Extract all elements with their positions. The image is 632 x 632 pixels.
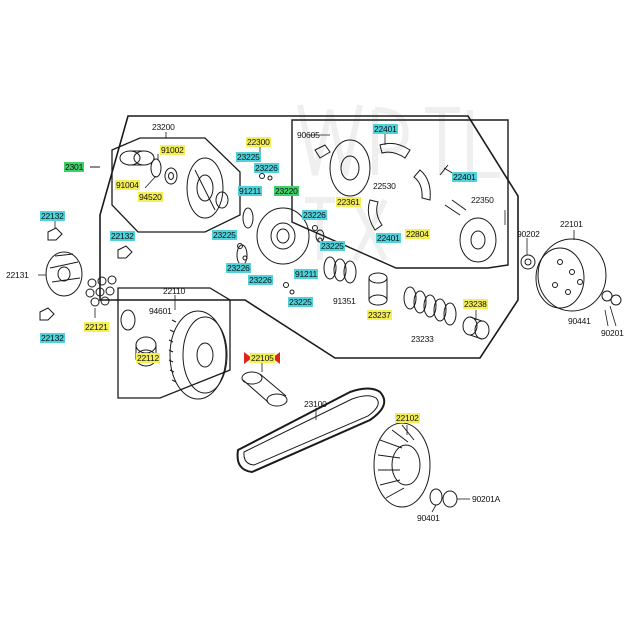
part-label-90401: 90401 bbox=[417, 513, 440, 523]
part-label-91211: 91211 bbox=[238, 186, 263, 196]
part-label-22102: 22102 bbox=[395, 413, 420, 423]
part-label-94520: 94520 bbox=[138, 192, 163, 202]
part-label-22350: 22350 bbox=[471, 195, 494, 205]
part-bearing bbox=[462, 316, 490, 340]
part-label-22401: 22401 bbox=[376, 233, 401, 243]
part-label-91351: 91351 bbox=[333, 296, 356, 306]
part-clutch-plate bbox=[329, 139, 371, 197]
part-label-23226: 23226 bbox=[226, 263, 251, 273]
part-ramp-plate bbox=[45, 251, 83, 297]
part-label-23100: 23100 bbox=[304, 399, 327, 409]
part-label-90605: 90605 bbox=[297, 130, 320, 140]
part-label-22401: 22401 bbox=[452, 172, 477, 182]
part-label-22131: 22131 bbox=[6, 270, 29, 280]
part-label-91002: 91002 bbox=[160, 145, 185, 155]
part-collar bbox=[368, 272, 388, 306]
part-label-23225: 23225 bbox=[320, 241, 345, 251]
part-clutch-shoe bbox=[379, 142, 411, 159]
part-label-2301: 2301 bbox=[64, 162, 85, 172]
part-label-90201A: 90201A bbox=[472, 494, 501, 504]
part-label-22804: 22804 bbox=[405, 229, 430, 239]
part-label-22112: 22112 bbox=[136, 353, 161, 363]
part-label-22132: 22132 bbox=[110, 231, 135, 241]
part-clutch-housing bbox=[535, 238, 607, 312]
part-label-22530: 22530 bbox=[373, 181, 396, 191]
part-bushing bbox=[241, 371, 288, 407]
part-label-23225: 23225 bbox=[236, 152, 261, 162]
part-washer bbox=[164, 167, 178, 185]
part-label-23226: 23226 bbox=[302, 210, 327, 220]
part-clutch-carrier bbox=[459, 217, 497, 263]
part-nut bbox=[520, 254, 536, 270]
part-label-23226: 23226 bbox=[254, 163, 279, 173]
driven-face-inner-outline bbox=[111, 137, 241, 233]
part-label-94601: 94601 bbox=[149, 306, 172, 316]
part-label-22361: 22361 bbox=[336, 197, 361, 207]
part-driven-face bbox=[186, 157, 229, 219]
part-label-22300: 22300 bbox=[246, 137, 271, 147]
part-nut-flange bbox=[442, 490, 458, 508]
part-clutch-shoe bbox=[413, 169, 431, 201]
part-label-23238: 23238 bbox=[463, 299, 488, 309]
part-rollers bbox=[85, 275, 117, 307]
part-label-22132: 22132 bbox=[40, 333, 65, 343]
part-spring bbox=[403, 286, 457, 326]
part-cam-plate bbox=[256, 207, 310, 265]
part-label-23225: 23225 bbox=[288, 297, 313, 307]
red-marker-icon bbox=[244, 352, 280, 364]
part-label-23220: 23220 bbox=[274, 186, 299, 196]
part-label-91004: 91004 bbox=[115, 180, 140, 190]
group-outline bbox=[99, 115, 519, 359]
part-label-23237: 23237 bbox=[367, 310, 392, 320]
part-label-90202: 90202 bbox=[517, 229, 540, 239]
part-label-23225: 23225 bbox=[212, 230, 237, 240]
part-label-22132: 22132 bbox=[40, 211, 65, 221]
part-label-22401: 22401 bbox=[373, 124, 398, 134]
part-label-22101: 22101 bbox=[560, 219, 583, 229]
part-label-23226: 23226 bbox=[248, 275, 273, 285]
part-label-23233: 23233 bbox=[411, 334, 434, 344]
part-clutch-shoe bbox=[367, 199, 383, 231]
part-label-22105: 22105 bbox=[250, 353, 275, 363]
part-label-90201: 90201 bbox=[601, 328, 624, 338]
part-fan-pulley bbox=[373, 422, 431, 508]
part-label-22110: 22110 bbox=[163, 286, 186, 296]
part-label-91211: 91211 bbox=[294, 269, 319, 279]
part-label-22121: 22121 bbox=[84, 322, 109, 332]
part-sleeve bbox=[119, 150, 155, 166]
part-oring bbox=[150, 158, 162, 178]
pulley-inner-outline bbox=[117, 287, 231, 399]
part-drive-belt bbox=[236, 387, 386, 474]
part-label-90441: 90441 bbox=[568, 316, 591, 326]
part-label-23200: 23200 bbox=[152, 122, 175, 132]
clutch-inner-outline bbox=[291, 119, 509, 269]
